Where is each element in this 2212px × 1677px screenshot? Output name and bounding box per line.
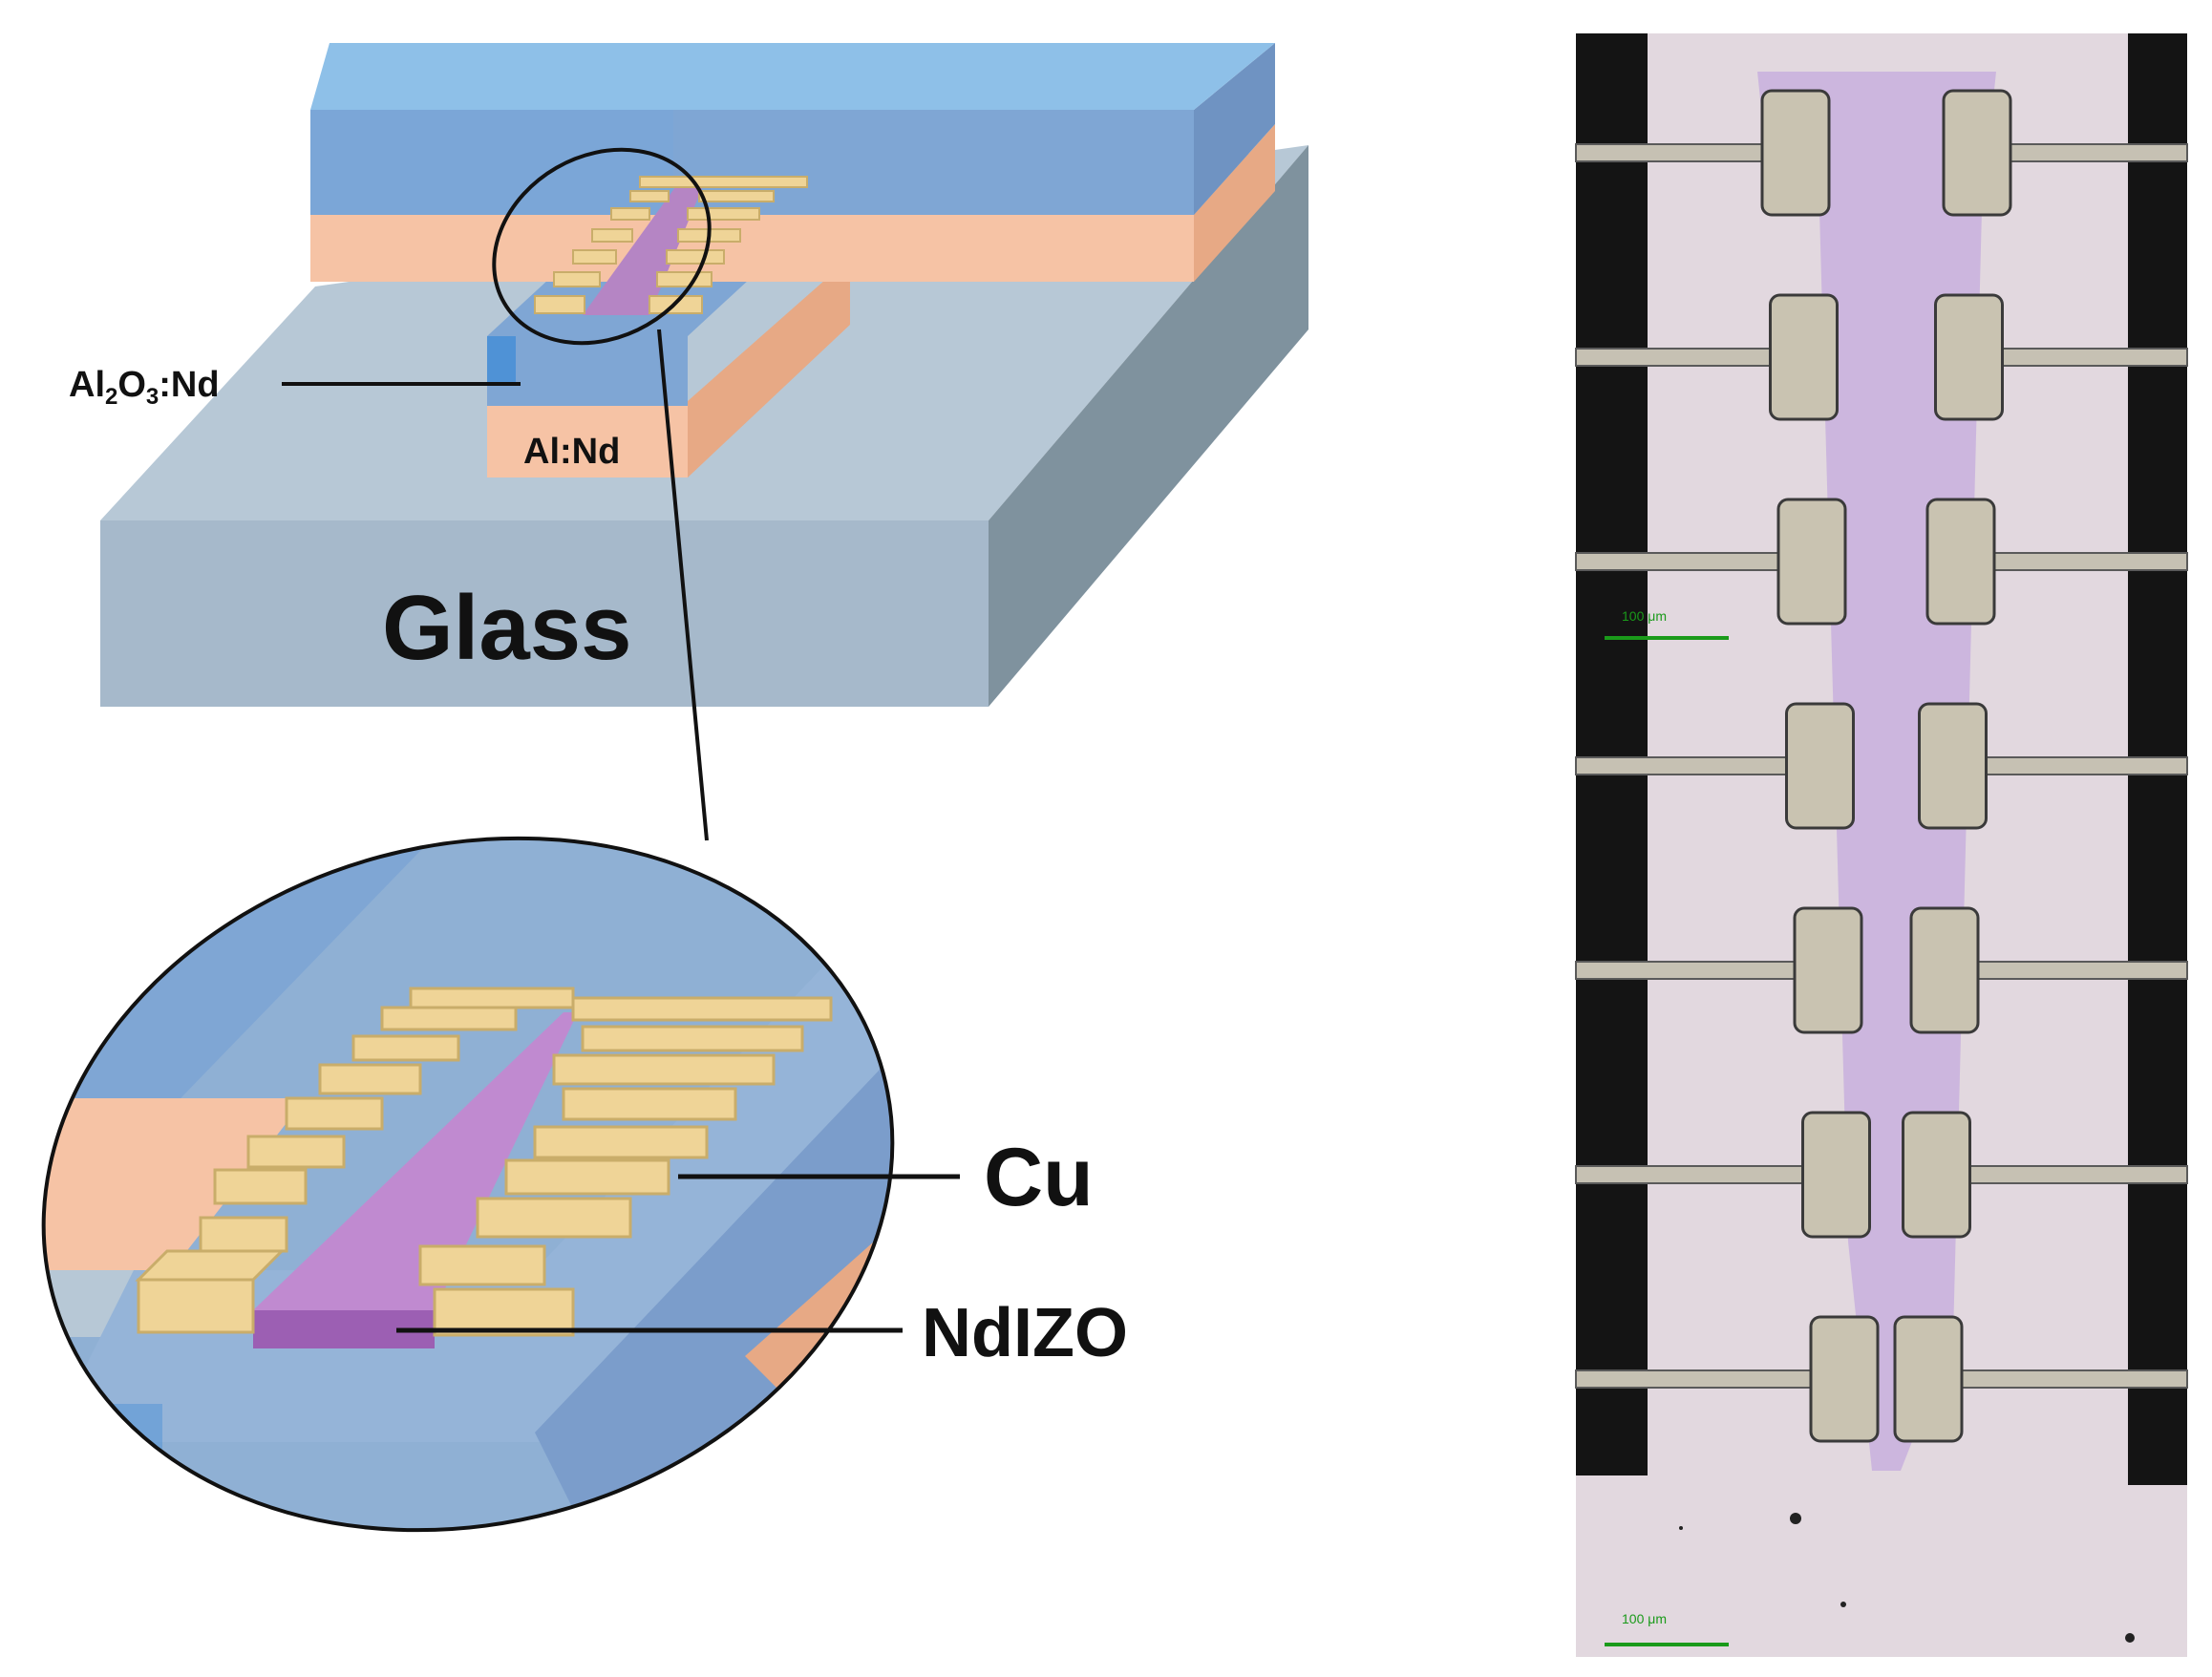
micro-pad-source bbox=[1793, 906, 1863, 1034]
al2o3-o: O bbox=[117, 365, 146, 405]
al2o3-al: Al bbox=[69, 365, 105, 405]
al-nd-strip-side bbox=[688, 258, 850, 478]
micro-lead-right bbox=[1996, 348, 2188, 367]
micro-pad-drain bbox=[1942, 89, 2012, 217]
glass-label: Glass bbox=[382, 577, 632, 679]
zoom-ellipse-outline bbox=[41, 836, 895, 1533]
al2o3-nd-front-highlight bbox=[487, 336, 516, 384]
micro-pad-source bbox=[1769, 293, 1839, 421]
zoom-front-highlight bbox=[38, 1404, 162, 1557]
cu-label: Cu bbox=[984, 1132, 1094, 1223]
zoom-connector-line bbox=[657, 329, 709, 841]
scale-bar-1-label: 100 μm bbox=[1622, 608, 1667, 624]
glass-side-face bbox=[989, 145, 1308, 707]
micro-pad-drain bbox=[1918, 702, 1988, 830]
gate-line bbox=[310, 43, 1275, 282]
al-nd-front bbox=[487, 406, 688, 478]
micro-pad-source bbox=[1776, 498, 1847, 626]
oxide-line-top bbox=[310, 43, 1275, 110]
micro-pad-drain bbox=[1902, 1111, 1971, 1239]
micro-lead-left bbox=[1575, 143, 1768, 162]
micro-lead-right bbox=[1964, 1165, 2188, 1184]
zoom-channel-front bbox=[253, 1310, 435, 1348]
micro-lead-right bbox=[1980, 756, 2188, 775]
micrograph-specks bbox=[1679, 1513, 2135, 1643]
zoom-electrodes-left bbox=[135, 987, 575, 1334]
al2o3-sub2: 2 bbox=[105, 384, 117, 410]
micrograph: 100 μm 100 μm bbox=[1575, 33, 2188, 1657]
zoom-source-ellipse bbox=[492, 147, 712, 346]
oxide-highlight bbox=[310, 110, 673, 215]
scale-bar-2-label: 100 μm bbox=[1622, 1611, 1667, 1626]
micro-pad-drain bbox=[1909, 906, 1980, 1034]
micro-lead-right bbox=[1956, 1369, 2188, 1389]
zoom-view bbox=[0, 821, 955, 1557]
micro-lead-right bbox=[2005, 143, 2188, 162]
al2o3-nd-suffix: :Nd bbox=[159, 365, 219, 405]
al2o3-nd-label: Al2O3:Nd bbox=[69, 365, 220, 410]
ndizo-label: NdIZO bbox=[922, 1295, 1128, 1371]
al-nd-label: Al:Nd bbox=[523, 432, 620, 472]
oxide-line-side bbox=[1194, 43, 1275, 215]
micro-pad-source bbox=[1801, 1111, 1871, 1239]
micro-lead-left bbox=[1575, 756, 1793, 775]
glass-front-face bbox=[100, 520, 989, 707]
micro-pad-source bbox=[1760, 89, 1831, 217]
small-channel bbox=[583, 177, 707, 315]
al-nd-line-front bbox=[310, 215, 1194, 282]
zoom-channel-top bbox=[253, 1012, 578, 1310]
al2o3-nd-front bbox=[487, 336, 688, 406]
micro-lead-left bbox=[1575, 348, 1776, 367]
micro-lead-left bbox=[1575, 1165, 1809, 1184]
micrograph-dark-left bbox=[1576, 33, 1648, 1475]
al-nd-line-side bbox=[1194, 124, 1275, 282]
zoom-electrodes-right bbox=[418, 996, 833, 1337]
micro-lead-right bbox=[1972, 961, 2188, 980]
micro-pad-drain bbox=[1925, 498, 1996, 626]
micro-lead-left bbox=[1575, 1369, 1817, 1389]
micro-lead-left bbox=[1575, 961, 1800, 980]
micro-lead-right bbox=[1989, 552, 2188, 571]
zoom-peach-band bbox=[0, 1098, 306, 1270]
micro-pad-source bbox=[1809, 1315, 1880, 1443]
micro-pad-drain bbox=[1893, 1315, 1964, 1443]
micro-pad-drain bbox=[1934, 293, 2004, 421]
micro-lead-left bbox=[1575, 552, 1784, 571]
micrograph-devices bbox=[1575, 89, 2188, 1443]
micro-pad-source bbox=[1785, 702, 1855, 830]
al2o3-sub3: 3 bbox=[146, 384, 159, 410]
